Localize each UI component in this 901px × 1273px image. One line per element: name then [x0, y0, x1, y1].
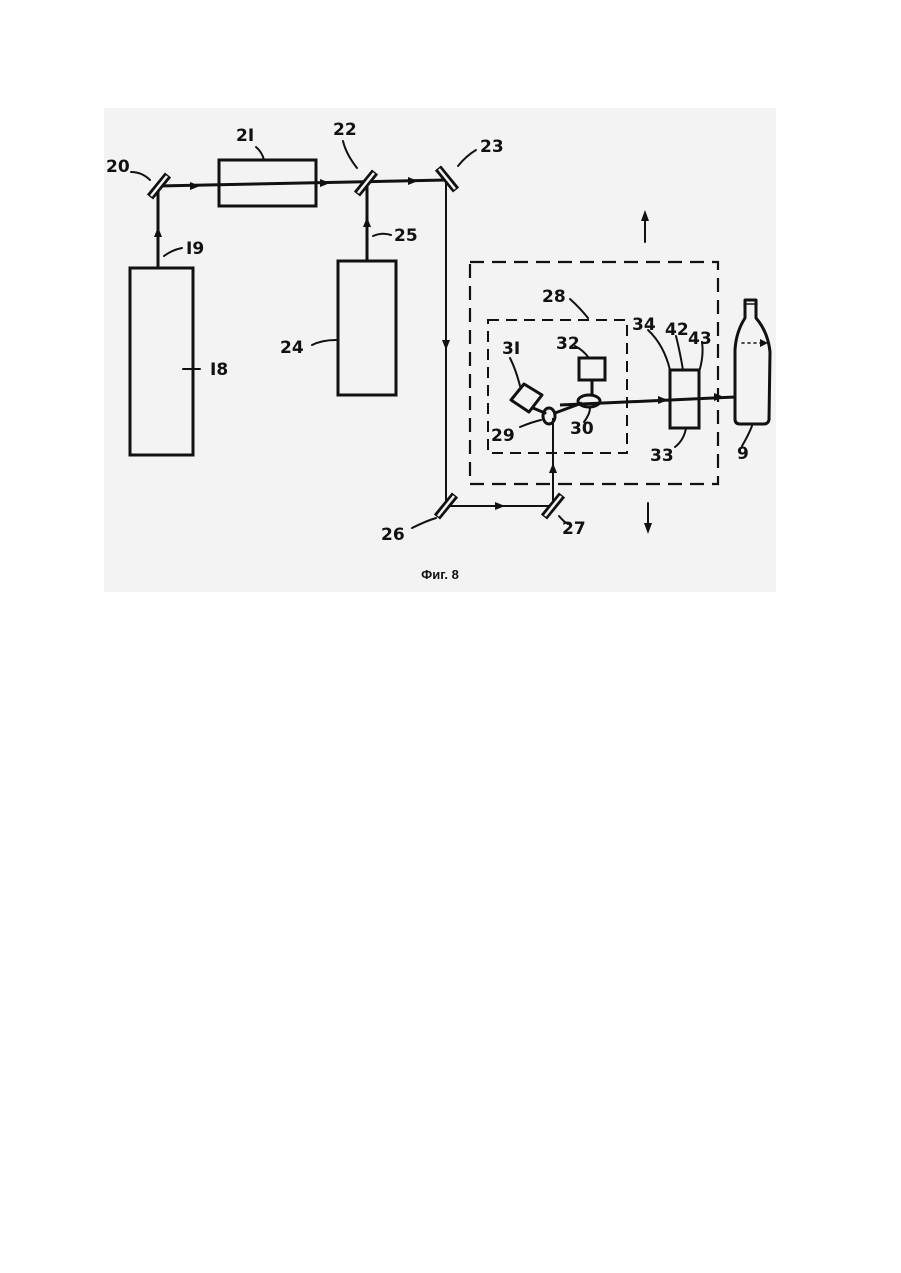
move-down-arrow-head	[644, 523, 652, 534]
label-33: 33	[650, 446, 674, 466]
label-20: 20	[106, 157, 130, 177]
label-24: 24	[280, 338, 304, 358]
beam-top-arrow-1	[190, 182, 200, 190]
leader-20	[131, 172, 150, 180]
label-29: 29	[491, 426, 515, 446]
beam-top-arrow-3	[408, 177, 418, 185]
beam-top	[158, 180, 446, 186]
label-23: 23	[480, 137, 504, 157]
label-34: 34	[632, 315, 656, 335]
laser-24	[338, 261, 396, 395]
outer-frame	[470, 262, 718, 484]
leader-22	[343, 141, 357, 168]
bottle-9	[735, 300, 770, 424]
beam-out	[560, 397, 735, 405]
label-32: 32	[556, 334, 580, 354]
leader-21	[256, 147, 264, 160]
label-31: 3I	[502, 339, 520, 359]
label-9: 9	[737, 444, 749, 464]
laser-18	[130, 268, 193, 455]
leader-9	[742, 426, 752, 446]
move-up-arrow-head	[641, 210, 649, 221]
leader-28	[570, 299, 588, 318]
component-32	[579, 358, 605, 394]
label-30: 30	[570, 419, 594, 439]
label-27: 27	[562, 519, 586, 539]
beam-bottom-arrow	[495, 502, 505, 510]
leader-33	[675, 428, 686, 447]
label-43: 43	[688, 329, 712, 349]
label-25: 25	[394, 226, 418, 246]
label-21: 2I	[236, 126, 254, 146]
label-18: I8	[210, 360, 228, 380]
label-42: 42	[665, 320, 689, 340]
lens-29	[543, 408, 555, 424]
optical-system-diagram: I8 I9 20 2I 22 23 24 25 26 27 28 29 30 3…	[0, 0, 901, 600]
leader-29	[520, 420, 541, 427]
leader-24	[312, 340, 336, 345]
label-28: 28	[542, 287, 566, 307]
leader-42	[676, 336, 683, 370]
beam-19-arrow	[154, 227, 162, 237]
beam-out-arrow-1	[658, 396, 668, 404]
beam-25-arrow	[363, 217, 371, 227]
leader-26	[412, 518, 436, 528]
leader-25	[373, 234, 391, 236]
label-26: 26	[381, 525, 405, 545]
lens-30	[578, 395, 600, 407]
leader-19	[164, 248, 182, 256]
label-22: 22	[333, 120, 357, 140]
leader-31	[510, 358, 520, 386]
leader-23	[458, 150, 476, 166]
beam-down-arrow	[442, 340, 450, 350]
component-31	[511, 384, 545, 413]
label-19: I9	[186, 239, 204, 259]
beam-up-arrow	[549, 463, 557, 473]
figure-caption: Фиг. 8	[390, 567, 490, 582]
beam-top-arrow-2	[320, 179, 330, 187]
